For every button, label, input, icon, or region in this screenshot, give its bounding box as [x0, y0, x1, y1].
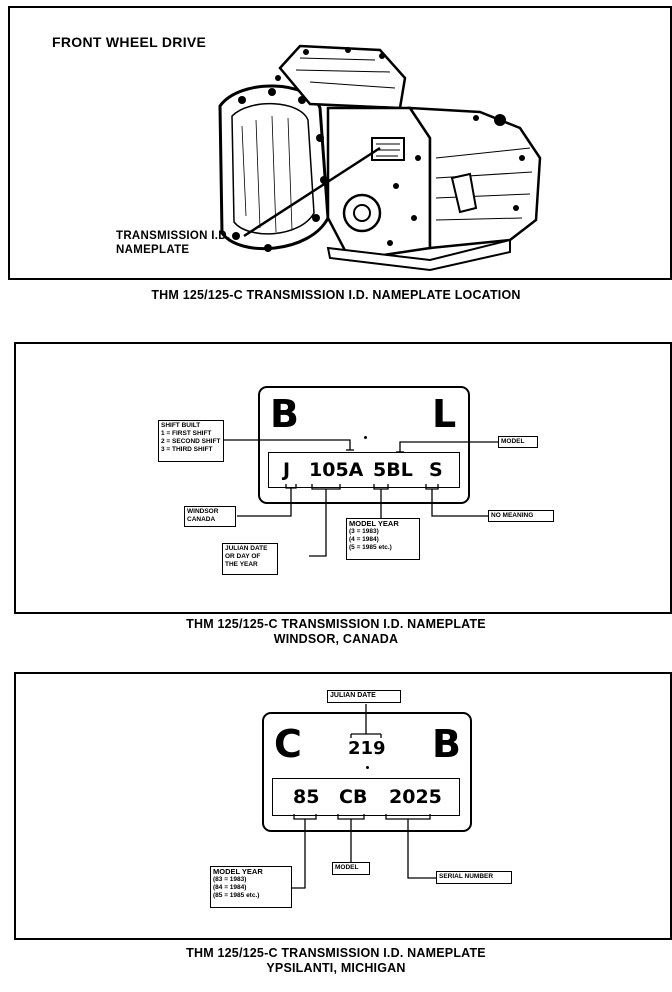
ypsilanti-leader-lines [292, 704, 436, 889]
callout-line-1: TRANSMISSION I.D. [116, 230, 231, 242]
code-julian-center: 219 [348, 738, 386, 759]
code-julian-date: 105A [309, 459, 364, 481]
caption-location: THM 125/125-C TRANSMISSION I.D. NAMEPLAT… [151, 288, 521, 302]
caption-windsor-line1: THM 125/125-C TRANSMISSION I.D. NAMEPLAT… [186, 617, 486, 631]
windsor-id-plate: B L J 105A 5BL S [258, 386, 470, 504]
caption-windsor-line2: WINDSOR, CANADA [273, 632, 399, 646]
model-box: MODEL [498, 436, 538, 448]
windsor-leader-lines [223, 439, 498, 557]
plate-letter-right: B [432, 722, 461, 766]
code-shift-letter: J [283, 459, 291, 481]
code-model-year: 85 [293, 786, 320, 808]
code-suffix: S [429, 459, 443, 481]
julian-box-line: THE YEAR [225, 561, 258, 568]
plate-letter-left: C [274, 722, 302, 766]
callout-line-2: NAMEPLATE [116, 244, 190, 256]
model-year-line: (3 = 1983) [349, 528, 379, 535]
model-year-box: MODEL YEAR (3 = 1983) (4 = 1984) (5 = 19… [346, 518, 420, 560]
shift-box-line: 3 = THIRD SHIFT [161, 446, 213, 453]
front-wheel-drive-header: FRONT WHEEL DRIVE [52, 34, 207, 50]
plate-letter-left: B [270, 392, 299, 436]
windsor-box-line: WINDSOR [187, 508, 219, 515]
panel-transmission-location: FRONT WHEEL DRIVE [8, 6, 672, 280]
shift-box-line: 2 = SECOND SHIFT [161, 438, 221, 445]
caption-ypsilanti: THM 125/125-C TRANSMISSION I.D. NAMEPLAT… [0, 946, 672, 976]
caption-windsor: THM 125/125-C TRANSMISSION I.D. NAMEPLAT… [0, 617, 672, 647]
panel-windsor-nameplate: B L J 105A 5BL S SHIFT BUILT 1 = FIRST S… [14, 342, 672, 614]
no-meaning-box: NO MEANING [488, 510, 554, 522]
caption-ypsilanti-line1: THM 125/125-C TRANSMISSION I.D. NAMEPLAT… [186, 946, 486, 960]
windsor-code-box: J 105A 5BL S [268, 452, 460, 488]
shift-box-line: 1 = FIRST SHIFT [161, 430, 212, 437]
transmission-illustration [218, 44, 542, 272]
julian-date-box: JULIAN DATE OR DAY OF THE YEAR [222, 543, 278, 575]
ypsilanti-id-plate: C B 219 85 CB 2025 [262, 712, 472, 832]
code-serial: 2025 [389, 786, 442, 808]
model-year-line: MODEL YEAR [213, 867, 263, 876]
model-box-ypsilanti: MODEL [332, 862, 370, 875]
windsor-canada-box: WINDSOR CANADA [184, 506, 236, 527]
shift-box-line: SHIFT BUILT [161, 422, 201, 429]
julian-date-box-ypsilanti: JULIAN DATE [327, 690, 401, 703]
caption-ypsilanti-line2: YPSILANTI, MICHIGAN [266, 961, 406, 975]
serial-number-box: SERIAL NUMBER [436, 871, 512, 884]
code-model: 5BL [373, 459, 413, 481]
nameplate-callout-label: TRANSMISSION I.D. NAMEPLATE [116, 229, 230, 257]
code-model: CB [339, 786, 368, 808]
windsor-box-line: CANADA [187, 516, 216, 523]
shift-built-box: SHIFT BUILT 1 = FIRST SHIFT 2 = SECOND S… [158, 420, 224, 462]
panel-ypsilanti-nameplate: JULIAN DATE C B 219 85 CB 2025 MODEL YEA… [14, 672, 672, 940]
model-year-box-ypsilanti: MODEL YEAR (83 = 1983) (84 = 1984) (85 =… [210, 866, 292, 908]
plate-center-dot [366, 766, 369, 769]
julian-box-line: OR DAY OF [225, 553, 261, 560]
julian-box-line: JULIAN DATE [225, 545, 268, 552]
model-year-line: (84 = 1984) [213, 884, 247, 891]
plate-center-dot [364, 436, 367, 439]
model-year-line: (5 = 1985 etc.) [349, 544, 392, 551]
model-year-line: (83 = 1983) [213, 876, 247, 883]
model-year-line: (4 = 1984) [349, 536, 379, 543]
model-year-line: MODEL YEAR [349, 519, 399, 528]
model-year-line: (85 = 1985 etc.) [213, 892, 260, 899]
ypsilanti-code-box: 85 CB 2025 [272, 778, 460, 816]
plate-letter-right: L [432, 392, 457, 436]
